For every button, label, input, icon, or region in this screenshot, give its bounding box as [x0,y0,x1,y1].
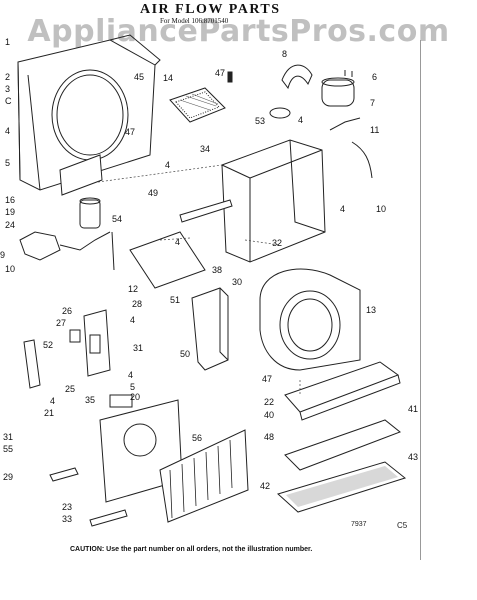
callout-label: 21 [44,408,54,418]
callout-label: 11 [370,125,379,135]
model-label: For Model 106.8701540 [160,17,229,25]
front-frame-part [17,34,161,196]
callout-label: 41 [408,404,418,414]
callout-label: 38 [212,265,222,275]
partition-part [221,139,326,263]
callout-label: 28 [132,299,142,309]
callout-label: 4 [298,115,303,125]
callout-label: 8 [282,49,287,59]
drain-pan-part [284,419,401,471]
switch-part [109,394,133,408]
callout-label: 50 [180,349,190,359]
callout-label: 23 [62,502,72,512]
callout-label: 48 [264,432,274,442]
callout-label: 27 [56,318,66,328]
callout-label: 22 [264,397,274,407]
callout-label: 56 [192,433,202,443]
callout-label: 47 [262,374,272,384]
callout-label: 31 [133,343,143,353]
callout-label: 25 [65,384,75,394]
callout-label: 45 [134,72,144,82]
base-tray-part [284,361,401,421]
callout-label: 2 [5,72,10,82]
callout-label: 35 [85,395,95,405]
callout-label: 54 [112,214,122,224]
callout-label: 49 [148,188,158,198]
side-panel-part [23,339,41,389]
callout-label: 52 [43,340,53,350]
callout-label: 4 [128,370,133,380]
callout-label: 4 [175,237,180,247]
plate-part [129,231,206,289]
control-bracket-part [69,309,111,377]
wire-part [351,141,373,179]
callout-label: 26 [62,306,72,316]
callout-label: 4 [5,126,10,136]
callout-label: 5 [130,382,135,392]
wire-harness-part [19,231,115,271]
foam-strip-part [89,509,128,527]
foam-strip-part [49,467,79,482]
callout-label: 4 [50,396,55,406]
callout-label: 40 [264,410,274,420]
page-code: C5 [397,521,408,530]
callout-label: 24 [5,220,15,230]
callout-label: 47 [125,127,135,137]
callout-label: 3 [5,84,10,94]
ring-part [269,107,291,119]
callout-label: 53 [255,116,265,126]
callout-label: 7 [370,98,375,108]
callout-label: 16 [5,195,15,205]
blower-housing-part [259,268,361,371]
callout-label: 19 [5,207,15,217]
page-border [420,40,421,560]
callout-label: 55 [3,444,13,454]
diagram-title: AIR FLOW PARTS [140,2,281,17]
clamp-part [281,64,313,90]
bracket-part [179,199,233,223]
callout-label: 4 [340,204,345,214]
filter-screen-part [277,461,407,513]
callout-label: 10 [5,264,15,274]
caution-note: CAUTION: Use the part number on all orde… [70,546,313,553]
callout-label: 4 [165,160,170,170]
callout-label: 10 [376,204,386,214]
callout-label: 43 [408,452,418,462]
callout-label: 9 [0,250,5,260]
callout-label: 20 [130,392,140,402]
callout-label: 1 [5,37,10,47]
callout-label: 34 [200,144,210,154]
wire-part [329,117,361,131]
filter-part [169,87,226,123]
duct-part [191,287,229,371]
callout-label: 14 [163,73,173,83]
evaporator-coil-part [159,429,249,523]
callout-label: C [5,96,12,106]
callout-label: 5 [5,158,10,168]
callout-label: 30 [232,277,242,287]
callout-label: 32 [272,238,282,248]
callout-label: 12 [128,284,138,294]
callout-label: 29 [3,472,13,482]
screw-part [227,71,233,83]
callout-label: 13 [366,305,376,315]
callout-label: 47 [215,68,225,78]
callout-label: 51 [170,295,180,305]
drawing-code: 7937 [351,521,367,528]
callout-label: 31 [3,432,13,442]
callout-label: 6 [372,72,377,82]
capacitor-part [321,70,355,107]
motor-part [79,197,101,229]
callout-label: 4 [130,315,135,325]
callout-label: 42 [260,481,270,491]
callout-label: 33 [62,514,72,524]
